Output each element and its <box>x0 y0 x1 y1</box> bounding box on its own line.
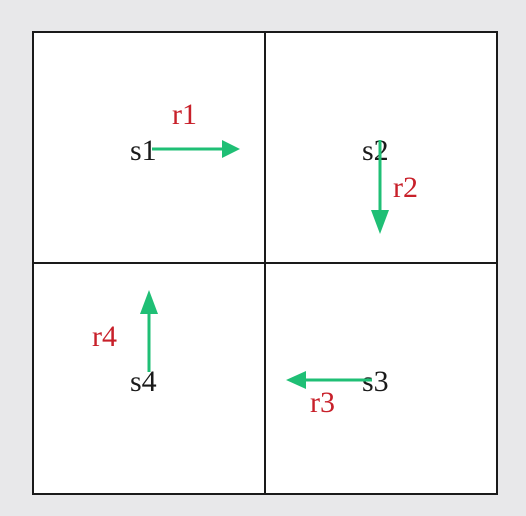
arrowhead-up-icon <box>140 290 158 314</box>
arrowhead-down-icon <box>371 210 389 234</box>
arrowhead-right-icon <box>222 140 240 158</box>
reward-label-r3: r3 <box>310 386 335 419</box>
cell-s4: s4 r4 <box>92 290 158 398</box>
state-label-s4: s4 <box>130 365 157 398</box>
reward-label-r4: r4 <box>92 320 117 353</box>
cell-s1: s1 r1 <box>130 98 240 167</box>
state-label-s2: s2 <box>362 134 389 167</box>
arrowhead-left-icon <box>286 371 306 389</box>
reward-label-r2: r2 <box>393 171 418 204</box>
cell-s3: s3 r3 <box>286 365 389 419</box>
reward-label-r1: r1 <box>172 98 197 131</box>
cell-s2: s2 r2 <box>362 134 418 234</box>
